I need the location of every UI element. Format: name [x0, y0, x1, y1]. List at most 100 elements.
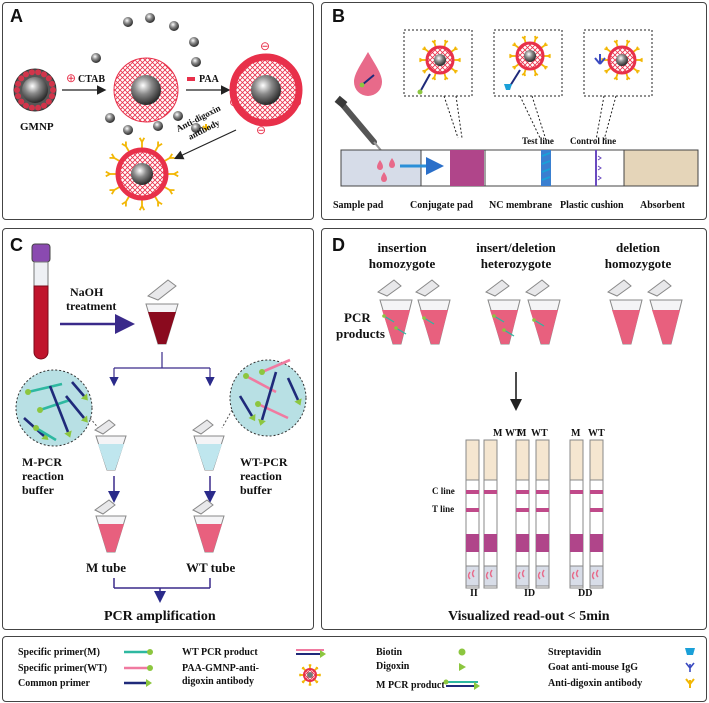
- legend-m-pcr-product: M PCR product: [376, 680, 445, 691]
- genotype-label: DD: [578, 588, 592, 599]
- m-buffer-label-line1: M-PCR: [22, 455, 62, 469]
- strip-m-label: M: [517, 428, 527, 439]
- primer-m-icon: [124, 649, 153, 655]
- readout-label: Visualized read-out < 5min: [448, 609, 610, 624]
- zoom-box-test-line: [493, 29, 563, 141]
- m-buffer-tube: [94, 419, 127, 471]
- strip-wt-label: WT: [505, 428, 522, 439]
- strip-m-label: M: [571, 428, 581, 439]
- wt-buffer-label-line2: reaction: [240, 469, 282, 483]
- ctab-label: CTAB: [78, 74, 105, 85]
- zoom-box-control-line: [583, 29, 653, 141]
- legend-streptavidin: Streptavidin: [548, 647, 602, 658]
- conjugate-pad-area: [450, 150, 484, 186]
- wt-pcr-reaction-circle: [229, 358, 307, 437]
- panel-a-letter: A: [10, 6, 23, 26]
- strip-wt-label: WT: [588, 428, 605, 439]
- paa-gmnp-antibody-conjugate: [105, 137, 179, 211]
- control-line-label: Control line: [570, 136, 616, 146]
- legend-goat-igg: Goat anti-mouse IgG: [548, 662, 638, 673]
- minus-sign-icon: ⊖: [260, 39, 270, 53]
- legend-panel: [2, 636, 707, 702]
- absorbent-label: Absorbent: [640, 200, 686, 211]
- strip-m-label: M: [493, 428, 503, 439]
- c-line-label: C line: [432, 486, 455, 496]
- legend-items: Specific primer(M) Specific primer(WT) C…: [18, 647, 695, 691]
- naoh-label-line1: NaOH: [70, 285, 104, 299]
- test-line-band: [541, 150, 551, 186]
- lateral-flow-strip: [340, 149, 699, 187]
- antibody-arrow: [173, 129, 237, 160]
- primer-wt-icon: [124, 665, 153, 671]
- paa-label: PAA: [199, 74, 220, 85]
- test-line-label: Test line: [522, 136, 554, 146]
- pcr-products-label-line2: products: [336, 326, 385, 341]
- wt-tube: [192, 499, 225, 553]
- panel-b-letter: B: [332, 6, 345, 26]
- legend-paa-gmnp-line1: PAA-GMNP-anti-: [182, 663, 259, 674]
- ctab-plus-icon: ⊕: [66, 71, 76, 85]
- legend-specific-primer-wt: Specific primer(WT): [18, 663, 107, 674]
- digoxin-icon: [459, 663, 466, 671]
- ctab-coated-particle: [113, 57, 179, 123]
- biotin-icon: [458, 648, 466, 656]
- goat-igg-icon: [685, 662, 695, 672]
- minus-sign-icon: ⊖: [229, 95, 239, 109]
- result-strips: [465, 439, 604, 589]
- legend-common-primer: Common primer: [18, 678, 90, 689]
- legend-biotin: Biotin: [376, 647, 403, 658]
- wt-tube-label: WT tube: [186, 560, 235, 575]
- genotype-label: ID: [524, 588, 535, 599]
- panel-d-letter: D: [332, 235, 345, 255]
- pipette-icon: [334, 95, 385, 155]
- naoh-label-line2: treatment: [66, 299, 116, 313]
- split-connector: [109, 352, 215, 387]
- lysate-tube: [145, 279, 179, 345]
- group-label-line2: homozygote: [369, 256, 436, 271]
- streptavidin-icon: [685, 648, 695, 655]
- conjugate-pad-label: Conjugate pad: [410, 200, 474, 211]
- group-label-line2: homozygote: [605, 256, 672, 271]
- m-pcr-reaction-circle: [15, 369, 93, 447]
- zoom-box-conjugate: [403, 29, 473, 139]
- blood-tube: [31, 243, 51, 360]
- legend-anti-digoxin: Anti-digoxin antibody: [548, 678, 642, 689]
- panel-c-letter: C: [10, 235, 23, 255]
- strip-wt-label: WT: [531, 428, 548, 439]
- legend-paa-gmnp-line2: digoxin antibody: [182, 676, 254, 687]
- group-label-line1: insertion: [377, 240, 427, 255]
- absorbent-pad-area: [623, 149, 699, 187]
- m-tube-label: M tube: [86, 560, 126, 575]
- wt-buffer-label-line3: buffer: [240, 483, 273, 497]
- sample-pad-label: Sample pad: [333, 200, 384, 211]
- t-line-label: T line: [432, 504, 454, 514]
- group-label-line1: deletion: [616, 240, 661, 255]
- minus-sign-icon: ⊖: [256, 123, 266, 137]
- merge-connector: [113, 578, 211, 603]
- wt-pcr-product-icon: [296, 649, 326, 658]
- legend-specific-primer-m: Specific primer(M): [18, 647, 100, 658]
- gmnp-label: GMNP: [20, 121, 54, 133]
- antibody-step-icon: [202, 124, 210, 131]
- sample-drop-icon: [354, 52, 382, 96]
- free-ctab-spheres: [91, 13, 201, 135]
- group-label-line1: insert/deletion: [476, 240, 556, 255]
- nc-membrane-label: NC membrane: [489, 200, 553, 211]
- legend-digoxin: Digoxin: [376, 661, 410, 672]
- m-tube: [94, 499, 127, 553]
- wt-buffer-label-line1: WT-PCR: [240, 455, 288, 469]
- minus-sign-icon: ⊖: [292, 95, 302, 109]
- legend-wt-pcr-product: WT PCR product: [182, 647, 258, 658]
- m-pcr-product-icon: [443, 679, 480, 690]
- paa-gmnp-antibody-icon: [298, 663, 322, 687]
- pcr-products-label-line1: PCR: [344, 310, 371, 325]
- pcr-amplification-label: PCR amplification: [104, 609, 216, 624]
- anti-digoxin-icon: [685, 678, 695, 688]
- plastic-cushion-label: Plastic cushion: [560, 200, 624, 211]
- group-label-line2: heterozygote: [481, 256, 552, 271]
- paa-coated-particle: [229, 53, 303, 127]
- wt-buffer-tube: [192, 419, 225, 471]
- pcr-product-tubes: [377, 279, 683, 345]
- paa-icon: [187, 77, 195, 81]
